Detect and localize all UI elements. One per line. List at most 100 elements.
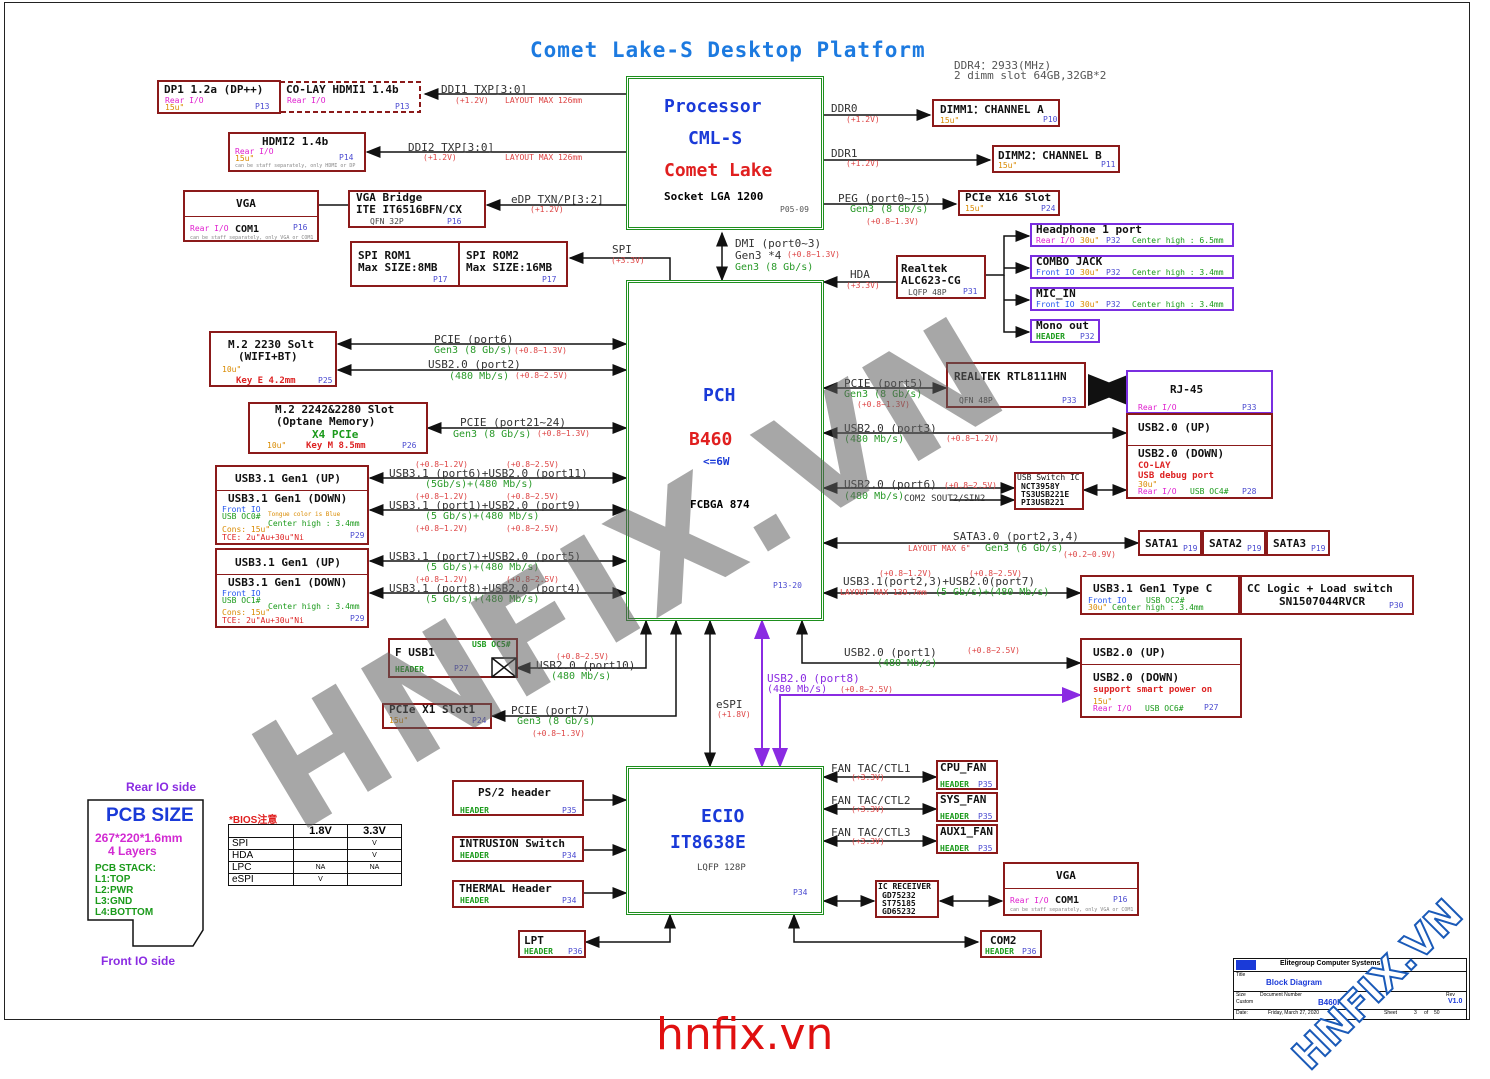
sata1-page: P19 — [1183, 544, 1198, 553]
ecio-package: LQFP 128P — [697, 863, 746, 873]
usb31-a-divider — [217, 490, 367, 491]
bios-cell — [293, 849, 348, 862]
bios-cell: V — [293, 873, 348, 886]
pcie21-voltage: (+0.8~1.3V) — [537, 429, 590, 438]
vga1-page: P16 — [293, 223, 308, 232]
mic-in-front: Front IO — [1036, 300, 1075, 309]
ddi1-layout: LAYOUT MAX 126mm — [505, 96, 583, 105]
sata30-label: SATA3.0 (port2,3,4) — [953, 530, 1079, 543]
usb31-p1-v4: (+0.8~2.5V) — [506, 524, 559, 533]
pch-power: <=6W — [703, 455, 730, 468]
m2-ssd-thick: 10u" — [267, 441, 287, 450]
tb-rev: V1.0 — [1448, 998, 1463, 1005]
usb20-1-rear: Rear I/O — [1138, 487, 1177, 496]
pcie7-label: PCIE (port7) — [511, 704, 591, 717]
usb31-a-center: Center high : 3.4mm — [268, 519, 360, 528]
m2-ssd-l3: X4 PCIe — [312, 428, 359, 441]
lpt-header: HEADER — [524, 947, 553, 956]
m2-ssd-l1: M.2 2242&2280 Slot — [275, 403, 395, 416]
realtek-audio-pkg: LQFP 48P — [908, 288, 947, 297]
com2-title: COM2 — [990, 934, 1017, 947]
intrusion-title: INTRUSION Switch — [459, 837, 565, 850]
pch-page: P13-20 — [773, 581, 802, 590]
usb20-2-smart: support smart power on — [1093, 685, 1213, 695]
ddr1-label: DDR1 — [831, 147, 858, 160]
cc-logic-box — [1240, 575, 1414, 615]
usb31-b-box — [215, 548, 369, 628]
usb2-p1-voltage: (+0.8~2.5V) — [967, 646, 1020, 655]
tb-hline3 — [1234, 1009, 1466, 1010]
mic-in-page: P32 — [1106, 300, 1121, 309]
usb2-p3-label: USB2.0 (port3) — [844, 422, 937, 435]
hdmi2-thickness: 15u" — [235, 154, 255, 163]
pch-package: FCBGA 874 — [690, 498, 750, 511]
cpu-fan-box — [936, 760, 998, 790]
ddr1-voltage: (+1.2V) — [846, 159, 880, 168]
usb31-a-tce: TCE: 2u"Au+30u"Ni — [222, 533, 304, 542]
usb31-a-box — [215, 465, 369, 545]
bios-header-row: 1.8V 3.3V — [228, 824, 402, 838]
bios-cell: V — [347, 849, 402, 862]
sata2-title: SATA2 — [1209, 537, 1243, 550]
aux1-fan-title: AUX1_FAN — [940, 825, 993, 838]
usb2-p6-voltage: (+0.8~2.5V) — [944, 481, 997, 490]
pcie21-label: PCIE (port21~24) — [460, 416, 566, 429]
sata3-page: P19 — [1311, 544, 1326, 553]
ic-receiver-l4: GD65232 — [882, 907, 916, 916]
bios-cell: NA — [347, 861, 402, 874]
intrusion-box — [452, 836, 584, 862]
usb20-1-thick: 30u" — [1138, 480, 1158, 489]
dp1-title: DP1 1.2a (DP++) — [164, 83, 264, 96]
pcie-x16-thickness: 15u" — [965, 204, 985, 213]
ddr-note-line1: DDR4：2933(MHz) — [954, 59, 1052, 72]
intrusion-page: P34 — [562, 851, 577, 860]
typec-voltage-b: (+0.8~2.5V) — [969, 569, 1022, 578]
peg-voltage: (+0.8~1.3V) — [866, 217, 919, 226]
usb31-a-cons: Cons: 15u" — [222, 525, 271, 534]
usb31-b-tce: TCE: 2u"Au+30u"Ni — [222, 616, 304, 625]
ddi2-label: DDI2 TXP[3:0] — [408, 141, 495, 154]
fan2-voltage: (+3.3V) — [851, 805, 885, 814]
usb31-p6-v2: (+0.8~2.5V) — [506, 460, 559, 469]
tb-docnum-label: Document Number — [1260, 992, 1302, 998]
headphone-title: Headphone 1 port — [1036, 223, 1142, 236]
sata2-page: P19 — [1247, 544, 1262, 553]
usb2-p8-voltage: (+0.8~2.5V) — [840, 685, 893, 694]
typec-center: Center high : 3.4mm — [1112, 603, 1204, 612]
usb31-p6-label: USB3.1 (port6)+USB2.0 (port11) — [389, 467, 588, 480]
pcb-stack-0: PCB STACK: — [95, 863, 156, 874]
vga2-rear: Rear I/O — [1010, 896, 1049, 905]
dmi-voltage: (+0.8~1.3V) — [787, 250, 840, 259]
usb20-1-page: P28 — [1242, 487, 1257, 496]
m2-wifi-thick: 10u" — [222, 365, 242, 374]
usb31-a-tongue: Tongue color is Blue — [268, 511, 341, 518]
bios-cell: eSPI — [228, 873, 294, 886]
usb31-p23-layout: LAYOUT MAX 139.7mm — [840, 588, 927, 597]
m2-ssd-page: P26 — [402, 441, 417, 450]
schematic-frame — [4, 2, 1470, 1020]
ps2-page: P35 — [562, 806, 577, 815]
usb2-p8-gen: (480 Mb/s) — [767, 684, 828, 695]
usb31-b-up: USB3.1 Gen1 (UP) — [235, 556, 341, 569]
dimm2-page: P11 — [1101, 160, 1116, 169]
edp-voltage: (+1.2V) — [530, 205, 564, 214]
front-io-side: Front IO side — [101, 954, 176, 968]
pcie6-label: PCIE (port6) — [434, 333, 514, 346]
peg-label: PEG (port0~15) — [838, 192, 931, 205]
tb-size: Custom — [1236, 999, 1254, 1005]
tb-docnum: B460H6 — [1318, 998, 1348, 1007]
vga-bridge-pkg: QFN 32P — [370, 217, 404, 226]
title-block: Elitegroup Computer Systems Title Block … — [1233, 958, 1467, 1020]
cpu-fan-header: HEADER — [940, 780, 969, 789]
ddr-note-line2: 2 dimm slot 64GB,32GB*2 — [954, 69, 1107, 82]
m2-ssd-box — [248, 402, 428, 454]
pcie-x1-box — [382, 703, 492, 729]
cpu-fan-title: CPU_FAN — [940, 761, 987, 774]
spi-rom1-page: P17 — [433, 275, 448, 284]
headphone-page: P32 — [1106, 236, 1121, 245]
f-usb1-title: F USB1 — [395, 646, 435, 659]
usb20-1-down: USB2.0 (DOWN) — [1138, 447, 1225, 460]
dimm2-thickness: 15u" — [998, 161, 1018, 170]
bios-header-cell: 1.8V — [293, 824, 348, 838]
usb31-b-oc: USB OC1# — [222, 596, 261, 605]
